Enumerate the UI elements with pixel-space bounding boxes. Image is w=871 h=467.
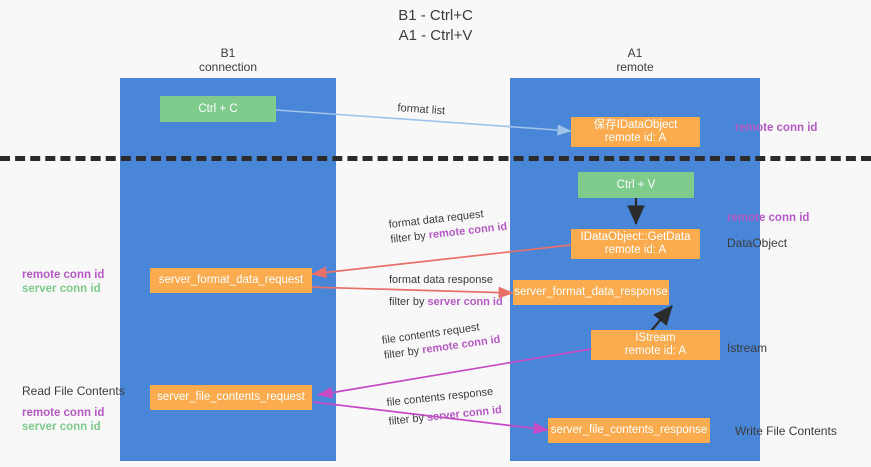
- label-left-server-conn-id-2: server conn id: [22, 421, 101, 433]
- label-left-server-conn-id: server conn id: [22, 283, 101, 295]
- edge-conn-id: server conn id: [426, 404, 503, 424]
- box-ctrl-c[interactable]: Ctrl + C: [160, 96, 276, 122]
- label-remote-conn-id-top: remote conn id: [735, 122, 818, 134]
- box-save-idataobject[interactable]: 保存IDataObject remote id: A: [571, 117, 700, 147]
- box-server-format-data-response-label: server_format_data_response: [514, 286, 668, 298]
- edge-prefix: filter by: [389, 296, 428, 308]
- box-istream-subtitle: remote id: A: [624, 345, 687, 357]
- edge-label-format-list: format list: [397, 101, 446, 119]
- edge-label-file-contents-request: file contents request filter by remote c…: [381, 318, 501, 364]
- label-istream: Istream: [727, 341, 768, 355]
- edge-label-format-data-response: format data response filter by server co…: [389, 273, 503, 310]
- box-save-idataobject-subtitle: remote id: A: [604, 132, 667, 144]
- label-dataobject: DataObject: [727, 236, 788, 250]
- edge-label-format-list-line1: format list: [397, 101, 446, 118]
- edge-label-file-contents-response: file contents response filter by server …: [386, 384, 503, 430]
- edge-label-format-data-response-line1: format data response: [389, 274, 493, 286]
- box-idataobject-getdata[interactable]: IDataObject::GetData remote id: A: [571, 229, 700, 259]
- box-server-format-data-request[interactable]: server_format_data_request: [150, 268, 312, 293]
- edge-prefix: filter by: [383, 344, 424, 362]
- box-server-file-contents-response-label: server_file_contents_response: [550, 424, 708, 436]
- label-write-file-contents: Write File Contents: [735, 424, 837, 438]
- box-getdata-title: IDataObject::GetData: [580, 231, 691, 243]
- box-server-file-contents-response[interactable]: server_file_contents_response: [548, 418, 710, 443]
- edge-label-format-data-response-line2: filter by server conn id: [389, 295, 503, 310]
- box-ctrl-c-label: Ctrl + C: [198, 102, 238, 115]
- box-istream-title: IStream: [635, 332, 676, 344]
- column-header-a1: A1 remote: [616, 46, 654, 74]
- column-header-b1: B1 connection: [198, 46, 258, 74]
- edge-label-format-data-request: format data request filter by remote con…: [388, 205, 508, 248]
- section-divider: [0, 156, 871, 161]
- edge-conn-id: server conn id: [427, 296, 503, 308]
- label-read-file-contents: Read File Contents: [22, 384, 125, 398]
- edge-prefix: filter by: [389, 229, 430, 246]
- edge-prefix: filter by: [388, 411, 428, 428]
- box-getdata-subtitle: remote id: A: [604, 244, 667, 256]
- box-ctrl-v-label: Ctrl + V: [616, 178, 656, 191]
- box-ctrl-v[interactable]: Ctrl + V: [578, 172, 694, 198]
- box-server-file-contents-request-label: server_file_contents_request: [157, 391, 305, 403]
- box-server-format-data-response[interactable]: server_format_data_response: [513, 280, 669, 305]
- label-left-remote-conn-id-2: remote conn id: [22, 407, 105, 419]
- box-server-format-data-request-label: server_format_data_request: [158, 274, 304, 286]
- page-title: B1 - Ctrl+C A1 - Ctrl+V: [398, 7, 473, 44]
- box-istream[interactable]: IStream remote id: A: [591, 330, 720, 360]
- label-remote-conn-id-mid: remote conn id: [727, 212, 810, 224]
- box-server-file-contents-request[interactable]: server_file_contents_request: [150, 385, 312, 410]
- box-save-idataobject-title: 保存IDataObject: [593, 119, 678, 131]
- label-left-remote-conn-id: remote conn id: [22, 269, 105, 281]
